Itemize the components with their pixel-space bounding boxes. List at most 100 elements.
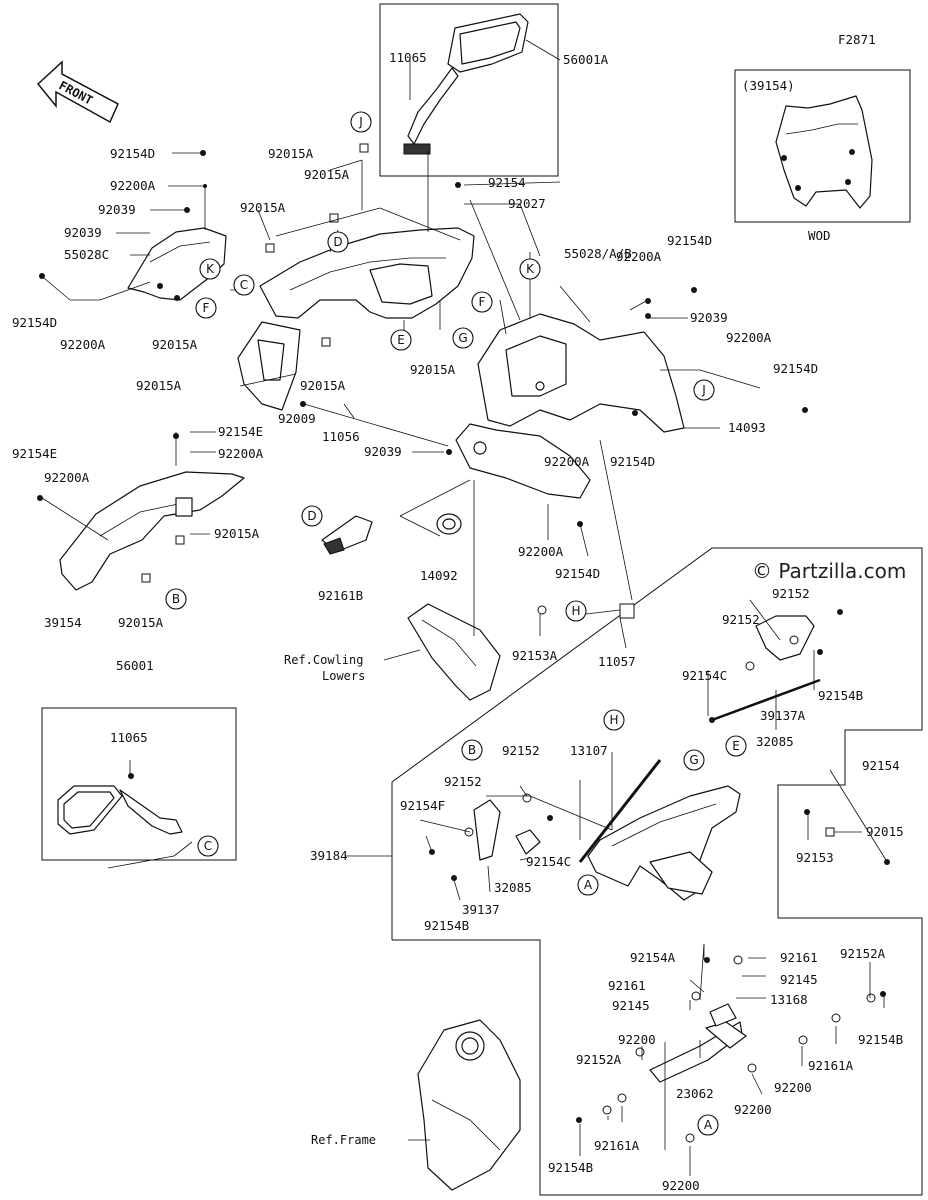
part-label: 92145 [612, 998, 650, 1013]
part-label: 56001 [116, 658, 154, 673]
meter-panel-drawing [455, 313, 685, 499]
part-label: 92154F [400, 798, 445, 813]
svg-text:F: F [479, 295, 486, 309]
callout-h-bracket: H [603, 709, 625, 731]
part-label: 92161 [608, 978, 646, 993]
part-label: 13107 [570, 743, 608, 758]
part-label: 92200A [218, 446, 264, 461]
svg-text:A: A [704, 1118, 713, 1132]
part-label: 39137 [462, 902, 500, 917]
callout-b-cover: B [165, 588, 187, 610]
callout-k-left: K [199, 258, 221, 280]
part-label: 39154 [44, 615, 82, 630]
svg-text:J: J [358, 115, 363, 129]
grommet-drawing [321, 515, 373, 555]
part-label: 92027 [508, 196, 546, 211]
part-label: 92200A [726, 330, 772, 345]
figure-id: F2871 [838, 32, 876, 47]
part-label: 39137A [760, 708, 806, 723]
part-label: 92200 [734, 1102, 772, 1117]
part-label: 92152 [502, 743, 540, 758]
part-label: 92154B [858, 1032, 903, 1047]
part-label: 11065 [389, 50, 427, 65]
part-label: 92154 [862, 758, 900, 773]
part-label: 11056 [322, 429, 360, 444]
part-label: 92154C [526, 854, 571, 869]
part-label: 92039 [690, 310, 728, 325]
part-label: 14092 [420, 568, 458, 583]
ring-14092-drawing [436, 513, 462, 535]
part-label: 92015A [300, 378, 346, 393]
part-label: 92015 [866, 824, 904, 839]
part-label: 14093 [728, 420, 766, 435]
svg-text:E: E [397, 333, 405, 347]
part-label: 13168 [770, 992, 808, 1007]
part-number-labels: 11065 56001A 92154D 92200A 92039 92039 5… [12, 50, 904, 1193]
part-label: 92200A [110, 178, 156, 193]
part-label: 55028C [64, 247, 109, 262]
part-label: 92200A [44, 470, 90, 485]
svg-text:B: B [468, 743, 476, 757]
part-label: 92039 [98, 202, 136, 217]
windscreen-drawing [775, 95, 873, 209]
callout-circles: J K D F C E G K F J B D H C H B G E A A [165, 111, 747, 1136]
part-label: 92152 [722, 612, 760, 627]
svg-text:J: J [701, 383, 706, 397]
part-label: 92154E [12, 446, 57, 461]
part-label: 92161B [318, 588, 363, 603]
part-label: 92015A [214, 526, 260, 541]
cowling-lowers-drawing [407, 603, 501, 701]
svg-text:H: H [609, 713, 618, 727]
callout-g-upper: G [452, 327, 474, 349]
part-label: 55028/A/B [564, 246, 632, 261]
part-label: 92161A [808, 1058, 854, 1073]
ref-cowling-lowers-1: Ref.Cowling [284, 653, 363, 667]
svg-text:K: K [526, 262, 535, 276]
part-label: 92200 [618, 1032, 656, 1047]
part-label: 92154D [667, 233, 712, 248]
part-label: 92152A [576, 1052, 622, 1067]
part-label: 92154D [773, 361, 818, 376]
front-arrow-icon: FRONT [36, 60, 119, 124]
svg-text:D: D [307, 509, 316, 523]
part-label: 92015A [304, 167, 350, 182]
part-label: 92154D [610, 454, 655, 469]
svg-text:B: B [172, 592, 180, 606]
part-label: 92153A [512, 648, 558, 663]
ref-frame: Ref.Frame [311, 1133, 376, 1147]
part-label: 92015A [136, 378, 182, 393]
part-label: 92154D [110, 146, 155, 161]
watermark: © Partzilla.com [752, 559, 906, 583]
part-label: 92154E [218, 424, 263, 439]
part-label: 32085 [756, 734, 794, 749]
part-label: 92200A [544, 454, 590, 469]
part-label: 92161A [594, 1138, 640, 1153]
svg-text:C: C [240, 278, 248, 292]
part-label: 92039 [64, 225, 102, 240]
callout-e-upper: E [390, 329, 412, 351]
callout-c-mirror: C [197, 835, 219, 857]
bracket-assembly-drawing [473, 615, 821, 901]
svg-text:F: F [203, 301, 210, 315]
wod-code: (39154) [742, 78, 795, 93]
bracket-assembly-frame [391, 547, 923, 1196]
svg-text:K: K [206, 262, 215, 276]
part-label: 11057 [598, 654, 636, 669]
part-label: 92015A [118, 615, 164, 630]
callout-e-bracket: E [725, 735, 747, 757]
svg-text:D: D [333, 235, 342, 249]
callout-f-right: F [471, 291, 493, 313]
callout-g-bracket: G [683, 749, 705, 771]
callout-a-stay: A [697, 1114, 719, 1136]
part-label: 92154B [548, 1160, 593, 1175]
part-label: 92154C [682, 668, 727, 683]
part-label: 92015A [152, 337, 198, 352]
svg-text:C: C [204, 839, 212, 853]
part-label: 92200A [518, 544, 564, 559]
part-label: 23062 [676, 1086, 714, 1101]
part-label: 32085 [494, 880, 532, 895]
left-inner-cover-drawing [127, 227, 227, 301]
callout-d-grommet: D [301, 505, 323, 527]
callout-h-upper: H [565, 600, 587, 622]
